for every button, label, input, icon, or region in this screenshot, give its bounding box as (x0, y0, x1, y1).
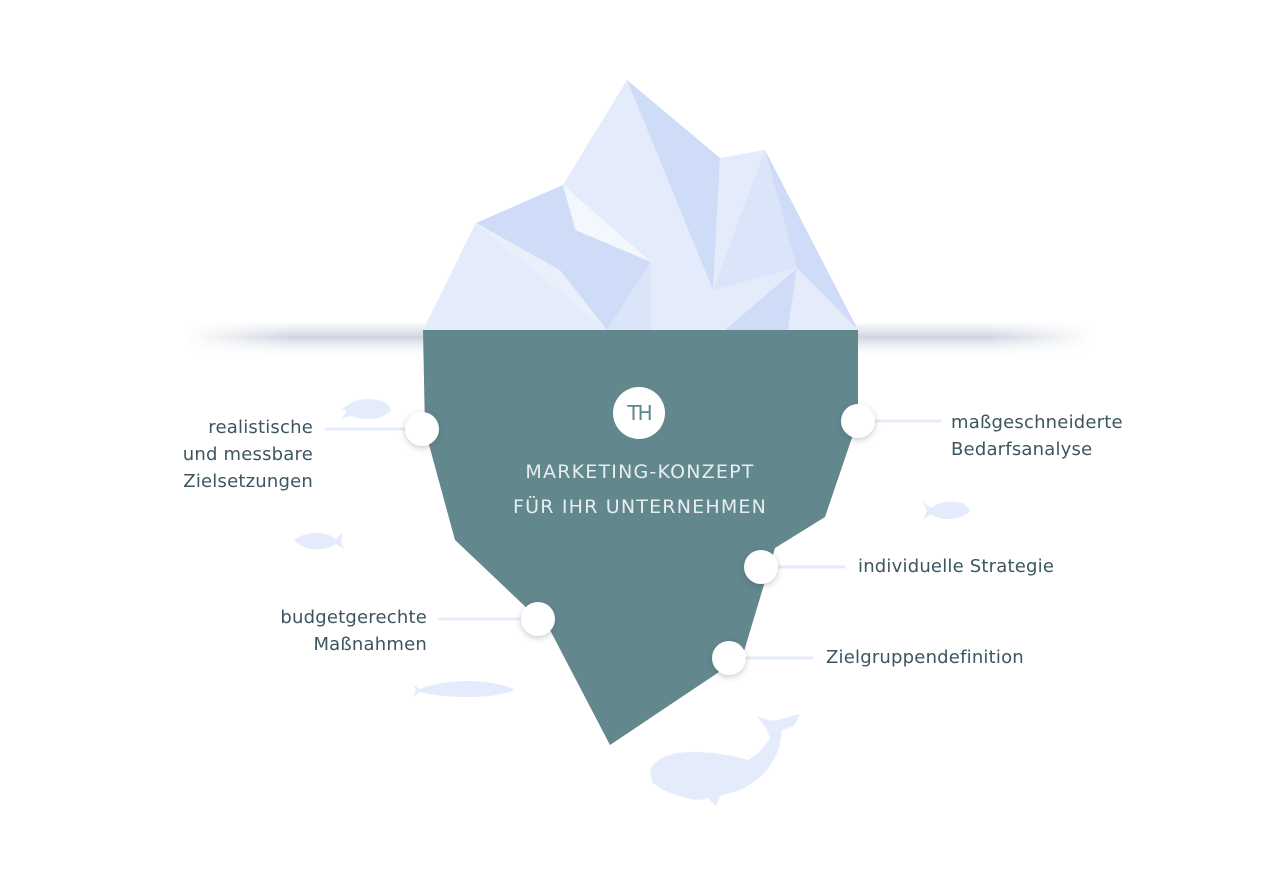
label-ziele: realistische und messbare Zielsetzungen (183, 414, 313, 495)
label-ziele-line-2: und messbare (182, 444, 313, 465)
label-ziele-line-3: Zielsetzungen (183, 471, 313, 492)
label-bedarf-line-2: Bedarfsanalyse (951, 439, 1093, 460)
logo-text: TH (627, 401, 652, 425)
label-bedarf-line-1: maßgeschneiderte (951, 412, 1123, 433)
label-zielgruppe-line-1: Zielgruppendefinition (826, 647, 1024, 668)
whale-icon (650, 714, 800, 806)
logo-icon (613, 387, 665, 439)
label-ziele-line-1: realistische (208, 417, 313, 438)
label-bedarf: maßgeschneiderte Bedarfsanalyse (951, 409, 1123, 463)
fish-icon (923, 501, 970, 520)
connectors (324, 419, 942, 660)
iceberg-tip (423, 80, 858, 330)
fish-icon (342, 399, 391, 420)
fish-icon (294, 532, 344, 550)
marker-dots (405, 404, 875, 675)
sea-life (294, 399, 970, 806)
label-strategie: individuelle Strategie (858, 553, 1054, 580)
fish-icon (412, 681, 515, 697)
label-budget-line-1: budgetgerechte (280, 607, 427, 628)
title-line-2: FÜR IHR UNTERNEHMEN (512, 496, 768, 518)
marker-budget (521, 602, 555, 636)
title-line-1: MARKETING-KONZEPT (525, 461, 755, 483)
marker-bedarf (841, 404, 875, 438)
iceberg-underwater (423, 330, 858, 745)
label-strategie-line-1: individuelle Strategie (858, 556, 1055, 577)
label-budget-line-2: Maßnahmen (313, 634, 427, 655)
marker-zielgruppe (712, 641, 746, 675)
label-zielgruppe: Zielgruppendefinition (826, 644, 1024, 671)
label-budget: budgetgerechte Maßnahmen (280, 604, 427, 658)
marker-ziele (405, 412, 439, 446)
diagram-title: MARKETING-KONZEPT FÜR IHR UNTERNEHMEN (470, 455, 810, 525)
marker-strategie (744, 550, 778, 584)
